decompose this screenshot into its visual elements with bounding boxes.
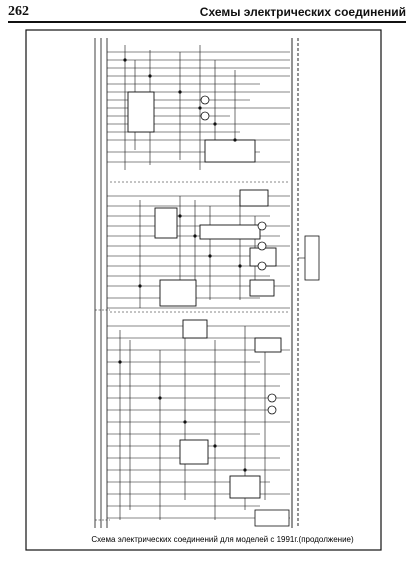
page-number: 262	[8, 4, 29, 19]
bottom-connector-block	[254, 509, 290, 527]
right-bus-lines	[291, 38, 299, 528]
component-boxes	[127, 91, 282, 499]
left-bus-lines	[94, 38, 108, 528]
diagram-frame	[25, 29, 382, 551]
inset-connector-box	[304, 235, 320, 281]
header-rule	[8, 21, 406, 23]
page-header: 262 Схемы электрических соединений	[8, 4, 406, 23]
lamp-symbols	[200, 95, 277, 415]
diagram-caption: Схема электрических соединений для модел…	[91, 535, 354, 544]
junction-dots	[118, 58, 247, 472]
section-title: Схемы электрических соединений	[199, 5, 406, 19]
section-separators	[110, 181, 290, 313]
ground-wires	[95, 309, 110, 521]
